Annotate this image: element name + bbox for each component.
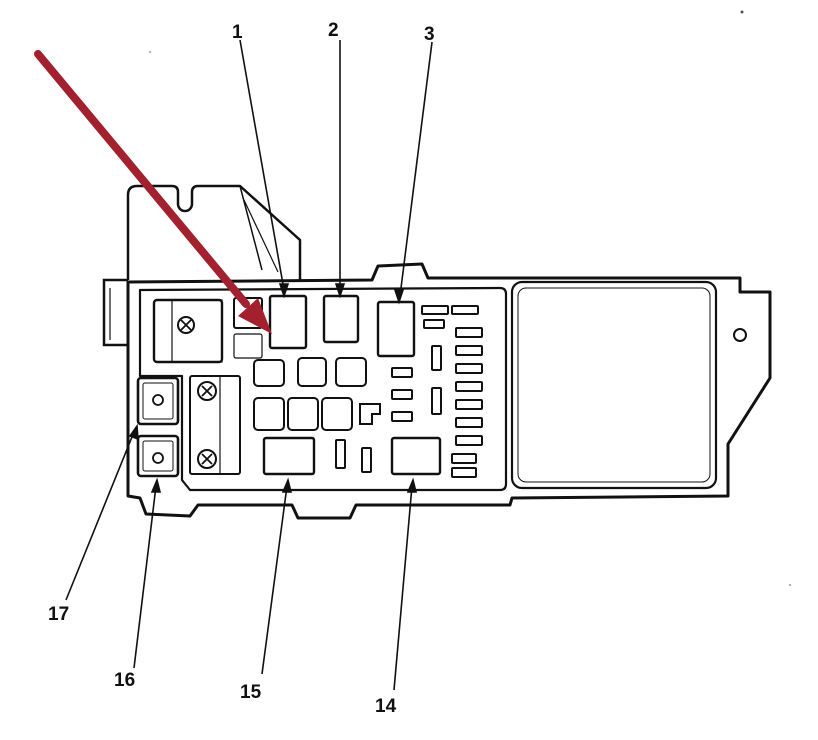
callout-17: 17 xyxy=(48,604,69,625)
left-clip xyxy=(102,278,128,347)
relay-item-1 xyxy=(268,294,308,350)
relay-item-2 xyxy=(322,294,360,344)
relay-small-b xyxy=(233,333,263,359)
scan-specks xyxy=(149,10,791,586)
relay-item-3 xyxy=(376,300,416,358)
callout-16: 16 xyxy=(114,670,135,691)
screw-terminals xyxy=(177,316,217,469)
relay-item-15 xyxy=(262,436,316,476)
fuse-box-housing xyxy=(126,262,772,520)
callout-15: 15 xyxy=(240,682,262,703)
callout-2: 2 xyxy=(328,20,339,41)
socket-item-17 xyxy=(136,376,180,426)
fuse-panel-components xyxy=(152,294,483,478)
relay-item-14 xyxy=(390,436,442,476)
callout-labels: 1 2 3 14 15 16 17 xyxy=(48,20,435,717)
callout-14: 14 xyxy=(375,696,397,717)
callout-3: 3 xyxy=(424,24,435,45)
socket-item-16 xyxy=(136,434,180,478)
highlight-arrow xyxy=(34,50,272,334)
leader-lines xyxy=(65,39,433,691)
callout-1: 1 xyxy=(232,22,243,43)
top-mounting-bracket xyxy=(126,184,302,280)
sockets-16-17 xyxy=(136,376,180,478)
